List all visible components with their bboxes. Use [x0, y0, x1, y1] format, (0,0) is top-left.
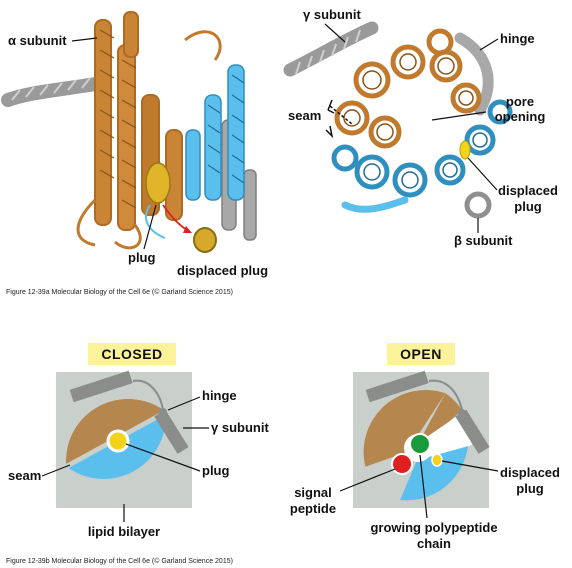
- open-title-bg: [387, 343, 455, 365]
- label-gamma-subunit-top: γ subunit: [303, 7, 361, 22]
- caption-panel-a: Figure 12-39a Molecular Biology of the C…: [6, 288, 233, 296]
- open-leader-signal: [339, 468, 396, 492]
- open-leader-displaced: [441, 460, 499, 472]
- plug-displacement-arrowhead: [183, 226, 192, 233]
- label-seam-top: seam: [288, 108, 321, 123]
- gamma-helix-top-texture: [295, 29, 361, 75]
- gamma-helix-top: [283, 21, 379, 77]
- label-pore-line1: pore: [506, 94, 534, 109]
- open-displaced-plug: [431, 453, 443, 467]
- gamma-helix-texture: [11, 77, 91, 101]
- closed-label-seam: seam: [8, 468, 41, 483]
- displaced-plug-top: [459, 140, 471, 160]
- label-displaced-top-line1: displaced: [498, 183, 558, 198]
- plug-loop: [145, 204, 166, 239]
- open-label-displaced-line2: plug: [516, 481, 543, 496]
- closed-hinge-dot: [159, 408, 167, 416]
- open-label-displaced-line1: displaced: [500, 465, 560, 480]
- leader-hinge-top: [479, 38, 499, 51]
- beta-rings-top: [331, 99, 513, 198]
- closed-hinge-link: [132, 379, 164, 411]
- structure-side-view: α subunit plug displaced plug: [1, 11, 268, 278]
- beta-rings-top-inner: [363, 132, 488, 189]
- open-label-signal-line2: peptide: [290, 501, 336, 516]
- leader-gamma-subunit-top: [324, 23, 346, 43]
- alpha-helices-side: [94, 11, 183, 231]
- closed-gray-bar-top: [69, 370, 133, 403]
- closed-title: CLOSED: [101, 346, 162, 362]
- caption-panel-b: Figure 12-39b Molecular Biology of the C…: [6, 557, 233, 565]
- leader-plug-side: [143, 204, 157, 250]
- beta-helix-top-lower: [341, 196, 409, 213]
- open-diagram: OPEN signal peptide growing polypeptide …: [290, 343, 560, 551]
- label-displaced-plug-side: displaced plug: [177, 263, 268, 278]
- structure-top-view: γ subunit hinge seam pore opening displa…: [283, 7, 558, 248]
- open-gray-bar-top: [365, 370, 429, 403]
- label-pore-line2: opening: [495, 109, 546, 124]
- label-plug-side: plug: [128, 250, 155, 265]
- hinge-helix-top: [454, 32, 494, 116]
- seam-arrowhead-bottom: [325, 125, 334, 139]
- open-gamma-bar: [455, 409, 490, 454]
- closed-leader-hinge: [167, 396, 201, 411]
- closed-label-gamma: γ subunit: [211, 420, 269, 435]
- closed-plug: [106, 429, 130, 453]
- open-growing-chain: [409, 433, 431, 455]
- leader-pore-opening: [431, 111, 487, 121]
- closed-diagram: CLOSED hinge γ subunit seam plug lipid b…: [8, 343, 269, 539]
- open-signal-peptide: [391, 453, 413, 475]
- seam-arrowhead-top: [327, 99, 335, 114]
- alpha-rings-top: [334, 28, 482, 149]
- open-hinge-dot: [458, 409, 466, 417]
- closed-gamma-bar: [154, 409, 189, 454]
- displaced-plug-helix-side: [193, 227, 217, 253]
- label-beta-subunit: β subunit: [454, 233, 513, 248]
- open-label-growing-line1: growing polypeptide: [370, 520, 497, 535]
- closed-leader-seam: [41, 464, 71, 477]
- beta-helix-texture: [207, 74, 245, 184]
- closed-leader-plug: [125, 443, 201, 472]
- gamma-helix-side: [1, 77, 102, 107]
- beta-helices-side: [185, 64, 245, 201]
- open-label-signal-line1: signal: [294, 485, 332, 500]
- plug-helix-side: [145, 162, 171, 204]
- label-alpha-subunit: α subunit: [8, 33, 67, 48]
- open-title: OPEN: [400, 346, 442, 362]
- alpha-loops-side: [76, 30, 222, 250]
- alpha-rings-top-inner: [343, 53, 474, 141]
- open-alpha-tan-part: [363, 390, 446, 467]
- leader-displaced-plug-top: [467, 157, 498, 191]
- closed-title-bg: [88, 343, 176, 365]
- beta-subunit-ring: [464, 191, 492, 219]
- label-hinge-top: hinge: [500, 31, 535, 46]
- closed-label-plug: plug: [202, 463, 229, 478]
- closed-label-hinge: hinge: [202, 388, 237, 403]
- open-hinge-link: [428, 379, 463, 411]
- alpha-helix-texture: [99, 29, 137, 209]
- open-label-growing-line2: chain: [417, 536, 451, 551]
- label-displaced-top-line2: plug: [514, 199, 541, 214]
- closed-label-lipid-bilayer: lipid bilayer: [88, 524, 160, 539]
- leader-alpha-subunit: [71, 37, 98, 42]
- open-leader-growing: [419, 454, 428, 519]
